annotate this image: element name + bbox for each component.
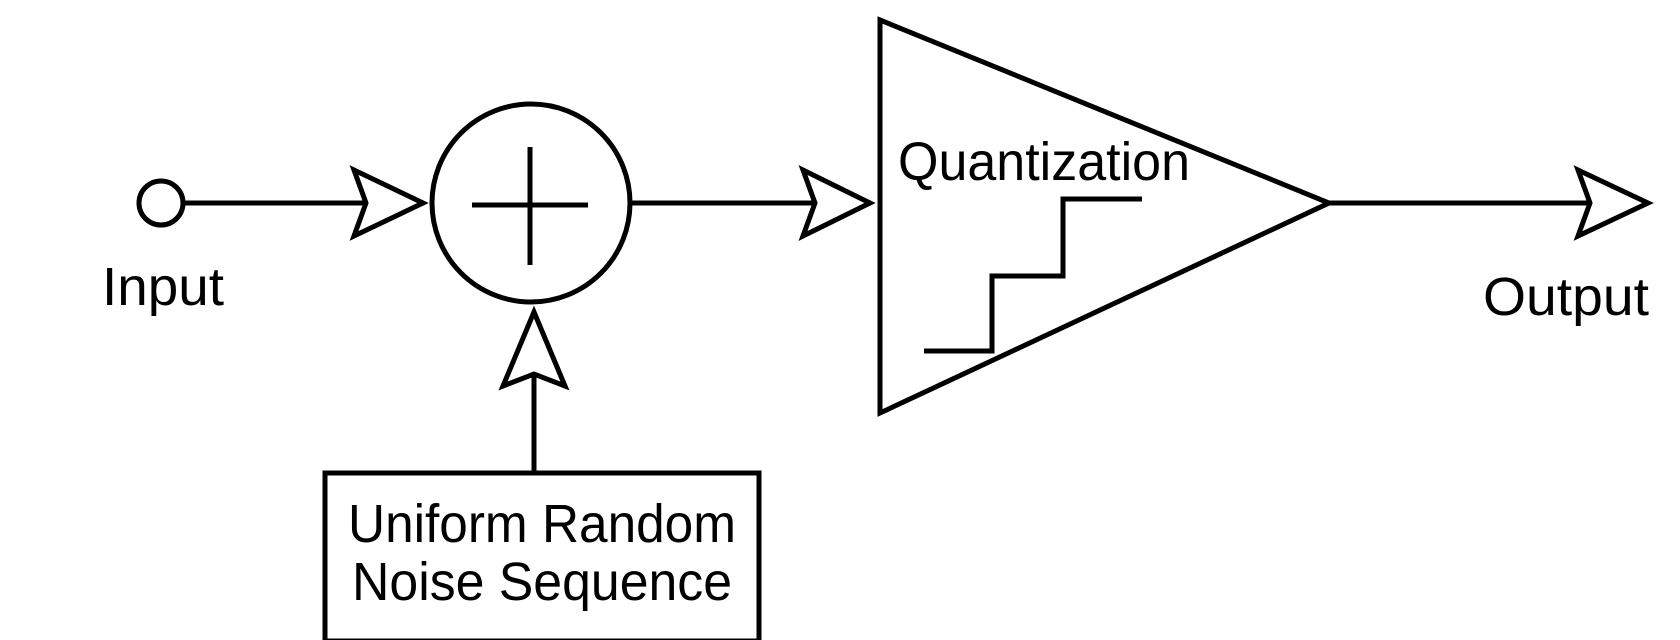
edge-summer-to-quantizer xyxy=(630,165,876,241)
quantizer-triangle xyxy=(877,16,1336,417)
quantizer-label: Quantization xyxy=(898,132,1190,192)
noise-label-line1: Uniform Random xyxy=(348,494,736,554)
output-label: Output xyxy=(1483,267,1649,327)
input-label: Input xyxy=(102,257,224,317)
arrowhead-icon xyxy=(798,165,876,241)
output-arrowhead-icon xyxy=(1573,165,1654,241)
arrowhead-icon xyxy=(349,165,429,241)
edge-noise-to-summer xyxy=(498,305,570,471)
staircase-icon xyxy=(924,196,1142,354)
noise-box xyxy=(322,470,762,640)
arrowhead-icon xyxy=(498,305,570,391)
edge-quantizer-to-output xyxy=(1329,165,1654,241)
noise-source-block: Uniform Random Noise Sequence xyxy=(322,470,762,640)
quantizer-block: Quantization xyxy=(877,16,1336,417)
edge-input-to-summer xyxy=(183,165,429,241)
noise-label-line2: Noise Sequence xyxy=(352,552,732,612)
summing-junction xyxy=(429,101,633,305)
input-node: Input xyxy=(102,178,224,317)
input-terminal-circle xyxy=(136,178,186,228)
